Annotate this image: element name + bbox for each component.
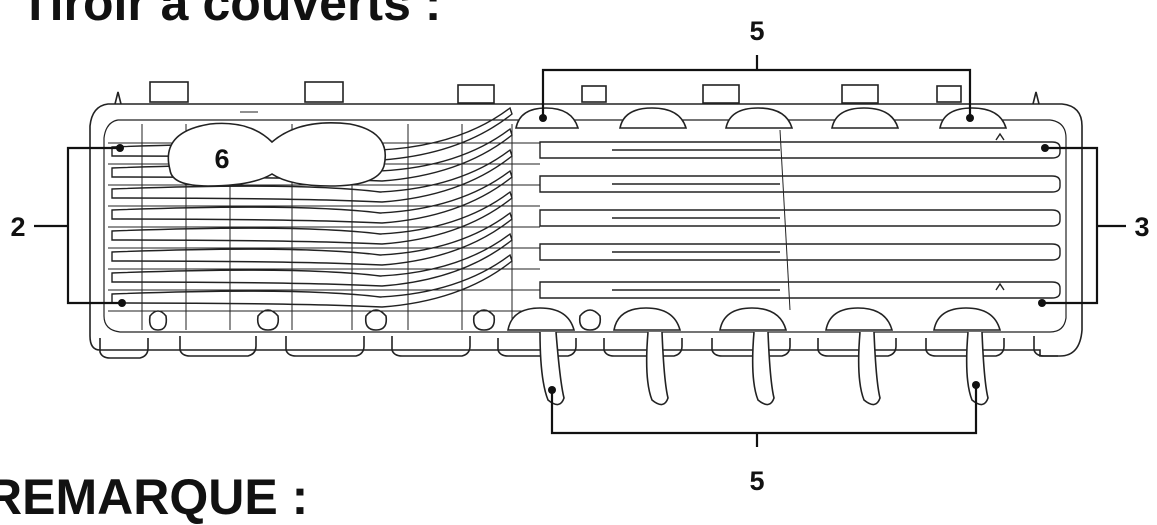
top-spoons-group	[515, 107, 1008, 129]
tray-top-tabs	[114, 81, 1040, 105]
callout-top-spoons: 5	[749, 16, 764, 46]
page-title: Tiroir à couverts :	[20, 0, 442, 31]
spoon	[725, 107, 794, 129]
fork	[111, 232, 513, 287]
fork	[111, 211, 513, 266]
callout-small-bowls: 6	[214, 144, 229, 174]
fork	[111, 253, 513, 308]
forks-bracket	[34, 146, 122, 305]
spoon	[507, 307, 576, 406]
knife	[539, 243, 1061, 261]
spoon	[831, 107, 900, 129]
spoon	[933, 307, 1002, 406]
fork	[111, 148, 513, 203]
tray-ribs	[108, 111, 540, 330]
fork	[111, 169, 513, 224]
bottom-spoons-bracket	[550, 385, 978, 447]
callout-dots	[116, 114, 1049, 394]
spoon	[619, 107, 688, 129]
cutlery-tray-diagram: 5 5 2 3 6	[10, 16, 1149, 495]
bottom-spoons-group	[507, 307, 1002, 406]
knives-bracket	[1042, 146, 1126, 305]
callout-knives: 3	[1134, 212, 1149, 242]
knife	[539, 281, 1061, 299]
knives-group	[539, 129, 1061, 311]
callout-forks: 2	[10, 212, 25, 242]
knife	[539, 141, 1061, 159]
fork	[111, 190, 513, 245]
knife	[539, 209, 1061, 227]
knife	[539, 175, 1061, 193]
top-spoons-bracket	[541, 55, 972, 117]
small-bowls	[167, 122, 386, 187]
spoon	[613, 307, 682, 406]
callout-bottom-spoons: 5	[749, 466, 764, 495]
spoon	[825, 307, 894, 406]
spoon	[719, 307, 788, 406]
